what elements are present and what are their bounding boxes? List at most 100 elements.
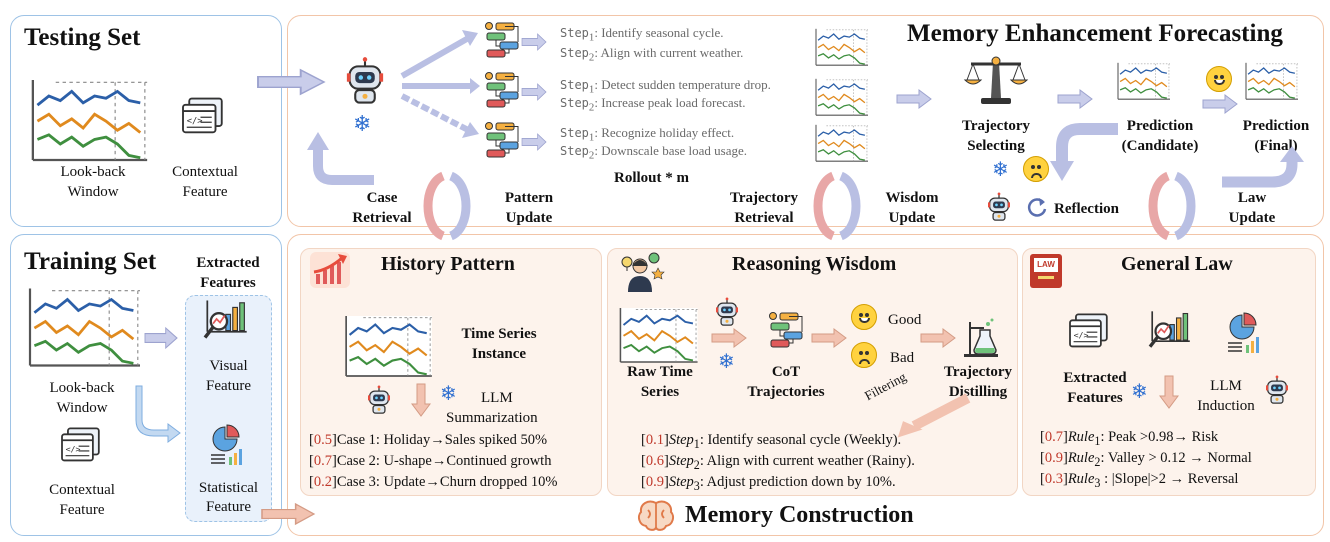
thinker-icon	[621, 252, 665, 292]
testing-contextual-label-2: Feature	[182, 184, 228, 200]
judge-to-distill-arrow	[920, 328, 956, 348]
pattern-update-label-2: Update	[505, 210, 553, 226]
memory-construction-title: Memory Construction	[685, 502, 914, 528]
reflection-robot	[987, 191, 1011, 221]
training-contextual-icon	[61, 427, 100, 462]
extracted-features-box	[185, 295, 272, 522]
statistical-feature-label-1: Statistical	[198, 480, 259, 496]
training-lookback-label-1: Look-back	[49, 380, 115, 396]
reflection-label: Reflection	[1054, 201, 1119, 217]
bad-face-icon	[851, 342, 877, 368]
training-extracted-label-2: Features	[200, 275, 256, 291]
pattern-update-label-1: Pattern	[504, 190, 554, 206]
forecast-frozen-snowflake-icon: ❄	[353, 111, 372, 136]
law-extracted-label-1: Extracted	[1063, 370, 1127, 386]
training-to-visual-arrow	[144, 327, 178, 349]
memory-construction-panel	[287, 234, 1324, 536]
cot-trajectories-label-1: CoT	[771, 364, 801, 380]
llm-induction-label-2: Induction	[1197, 398, 1255, 414]
law-code-icon	[1069, 313, 1108, 348]
forecasting-panel	[287, 15, 1324, 227]
testing-set-title: Testing Set	[24, 24, 141, 51]
happy-face-icon	[1206, 66, 1232, 92]
rollout-label: Rollout * m	[614, 170, 689, 186]
law-loop	[1150, 175, 1190, 239]
history-case-3: [0.2]Case 3: Update→Churn dropped 10%	[309, 474, 558, 490]
final-prediction-chart	[1245, 62, 1299, 100]
law-update-label-2: Update	[1228, 210, 1276, 226]
rollout-1-step1: Step1: Identify seasonal cycle.	[560, 25, 724, 44]
law-update-arrow	[1222, 146, 1304, 188]
testing-lookback-label-1: Look-back	[60, 164, 126, 180]
general-law-box	[1022, 248, 1316, 496]
rollout-fan-arrows	[400, 30, 480, 138]
statistical-feature-icon	[210, 424, 243, 466]
good-label: Good	[888, 312, 922, 328]
rollout-3-step2: Step2: Downscale base load usage.	[560, 143, 748, 162]
visual-feature-label-1: Visual	[209, 358, 248, 374]
training-extracted-label-1: Extracted	[196, 255, 260, 271]
testing-contextual-label-1: Contextual	[172, 164, 238, 180]
history-pattern-title: History Pattern	[381, 253, 515, 275]
training-lookback-label-2: Window	[56, 400, 108, 416]
testing-set-panel	[10, 15, 282, 227]
law-stats-icon	[1227, 312, 1260, 354]
wisdom-robot	[715, 296, 739, 326]
scale-icon	[963, 56, 1029, 104]
raw-series-chart	[619, 307, 699, 363]
trajectory-retrieval-label-2: Retrieval	[734, 210, 794, 226]
training-set-panel	[10, 234, 282, 536]
case-pattern-loop	[425, 175, 465, 239]
sad-face-icon	[1023, 156, 1049, 182]
wisdom-step-2: [0.6]Step2: Align with current weather (…	[641, 453, 915, 472]
law-rule-3: [0.3]Rule3 : |Slope|>2 → Reversal	[1040, 471, 1239, 490]
rollout-2-step1: Step1: Detect sudden temperature drop.	[560, 77, 771, 96]
trajectory-wisdom-loop	[815, 175, 855, 239]
cot-trajectories-label-2: Trajectories	[747, 384, 825, 400]
law-rule-1: [0.7]Rule1: Peak >0.98→ Risk	[1040, 429, 1219, 448]
statistical-feature-label-2: Feature	[206, 499, 251, 515]
history-case-1: [0.5]Case 1: Holiday→Sales spiked 50%	[309, 432, 548, 448]
history-instance-chart	[345, 314, 433, 378]
prediction-final-label-1: Prediction	[1242, 118, 1310, 134]
brain-icon	[637, 500, 675, 531]
filtering-arrow	[897, 393, 971, 438]
instance-label-1: Time Series	[461, 326, 537, 342]
wisdom-snowflake-icon: ❄	[718, 351, 735, 373]
testing-lookback-chart	[31, 78, 149, 162]
wisdom-update-label-2: Update	[888, 210, 936, 226]
selecting-to-candidate-arrow	[1057, 89, 1093, 109]
rollout-1-chart	[815, 28, 869, 66]
training-lookback-chart	[28, 287, 142, 367]
distill-flask-icon	[964, 318, 998, 357]
rollout-2-flow-icon	[485, 72, 519, 108]
features-to-induction-arrow	[1159, 375, 1179, 409]
prediction-candidate-label-2: (Candidate)	[1121, 138, 1199, 154]
rollout-1-arrow	[521, 33, 547, 51]
raw-time-series-label-1: Raw Time	[627, 364, 693, 380]
cot-flow-icon	[769, 312, 803, 348]
good-face-icon	[851, 304, 877, 330]
general-law-title: General Law	[1121, 253, 1233, 275]
case-retrieval-label-2: Retrieval	[352, 210, 412, 226]
rollout-2-arrow	[521, 83, 547, 101]
law-visual-icon	[1148, 309, 1192, 349]
induction-robot	[1265, 374, 1289, 404]
summarization-robot	[367, 384, 391, 414]
training-to-statistical-arrow	[135, 385, 181, 443]
law-badge: LAW	[1034, 258, 1058, 272]
summarization-snowflake-icon: ❄	[440, 383, 457, 405]
instance-to-summary-arrow	[411, 383, 431, 417]
trend-up-icon	[310, 252, 350, 288]
case-retrieval-return-arrow	[307, 132, 374, 185]
wisdom-step-1: [0.1]Step1: Identify seasonal cycle (Wee…	[641, 432, 902, 451]
training-contextual-label-1: Contextual	[49, 482, 115, 498]
case-retrieval-label-1: Case	[366, 190, 398, 206]
candidate-to-final-arrow	[1202, 94, 1238, 114]
testing-contextual-icon	[182, 97, 223, 134]
rollout-3-chart	[815, 124, 869, 162]
law-extracted-label-2: Features	[1067, 390, 1123, 406]
trajectory-retrieval-label-1: Trajectory	[729, 190, 798, 206]
law-update-label-1: Law	[1237, 190, 1267, 206]
rollout-3-flow-icon	[485, 122, 519, 158]
